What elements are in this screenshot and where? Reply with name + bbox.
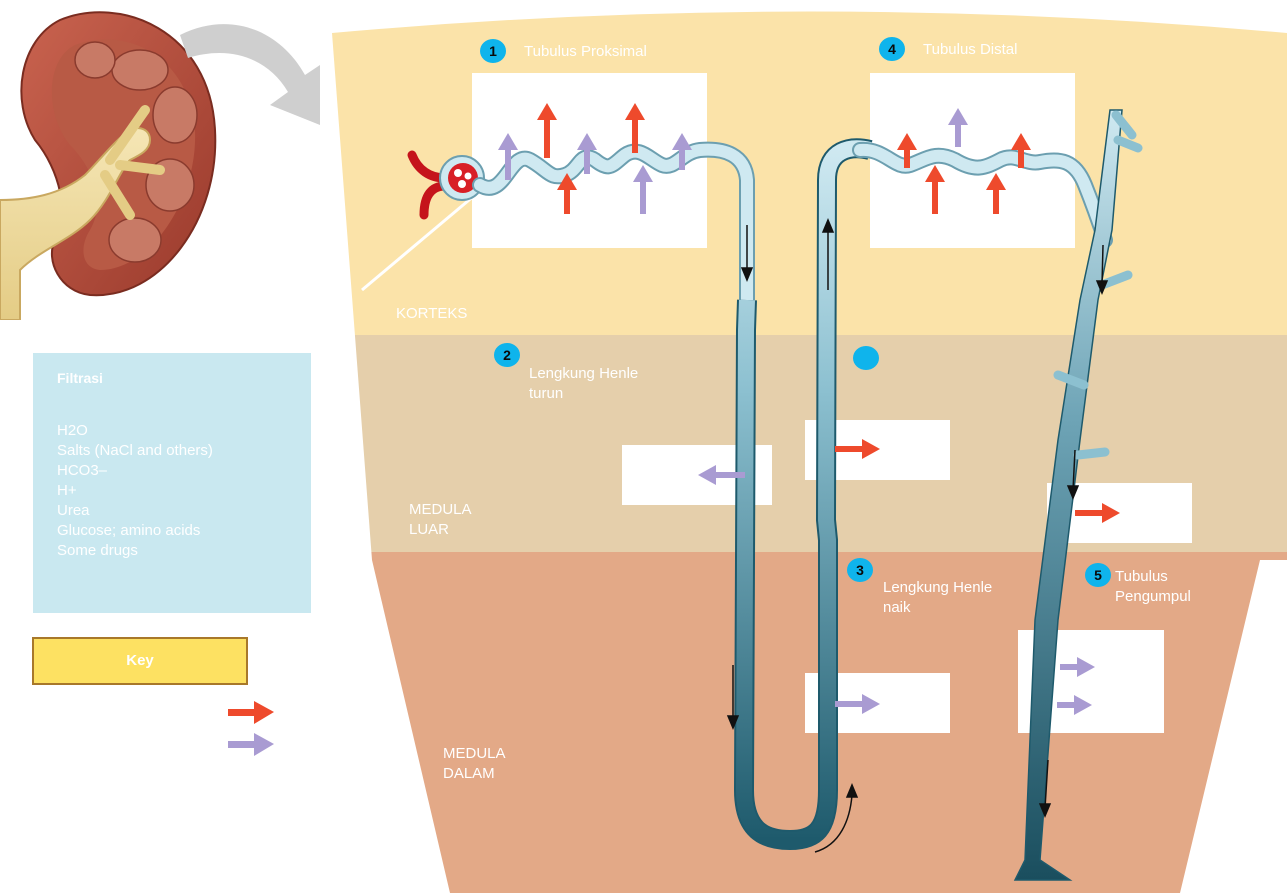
step-3-badge: 3 xyxy=(847,558,873,582)
unnumbered-badge xyxy=(853,346,879,370)
step-4-title: Tubulus Distal xyxy=(923,41,1018,58)
active-transport-arrows xyxy=(537,103,1120,523)
filtration-item: Salts (NaCl and others) xyxy=(57,442,213,459)
step-4-badge: 4 xyxy=(879,37,905,61)
filtration-item: H2O xyxy=(57,422,88,439)
filtration-item: Urea xyxy=(57,502,90,519)
outer-medulla-label: MEDULA LUAR xyxy=(409,501,472,538)
step-1-badge: 1 xyxy=(480,39,506,63)
filtration-item: Glucose; amino acids xyxy=(57,522,201,539)
step-3-title: Lengkung Henle naik xyxy=(883,579,993,616)
filtration-list: H2O Salts (NaCl and others) HCO3– H+ Ure… xyxy=(57,421,213,561)
filtration-heading: Filtrasi xyxy=(57,370,103,386)
step-2-title: Lengkung Henle turun xyxy=(529,365,639,402)
zoom-arrow xyxy=(180,24,320,126)
step-2-badge: 2 xyxy=(494,343,520,367)
filtration-item: HCO3– xyxy=(57,462,108,479)
step-5-title: Tubulus Pengumpul xyxy=(1115,568,1191,605)
filtration-box: Filtrasi H2O Salts (NaCl and others) HCO… xyxy=(33,353,311,613)
kidney-illustration xyxy=(0,11,217,320)
step-1-title: Tubulus Proksimal xyxy=(524,43,647,60)
cortex-label: KORTEKS xyxy=(396,305,468,322)
collecting-duct xyxy=(1013,109,1123,881)
filtration-item: H+ xyxy=(57,482,77,499)
key-box: Key xyxy=(32,637,248,685)
step-5-badge: 5 xyxy=(1085,563,1111,587)
filtration-item: Some drugs xyxy=(57,542,138,559)
passive-transport-arrows xyxy=(498,108,1095,715)
inner-medulla-label: MEDULA DALAM xyxy=(443,745,506,782)
key-arrows xyxy=(228,701,274,756)
glomerulus xyxy=(407,150,485,220)
